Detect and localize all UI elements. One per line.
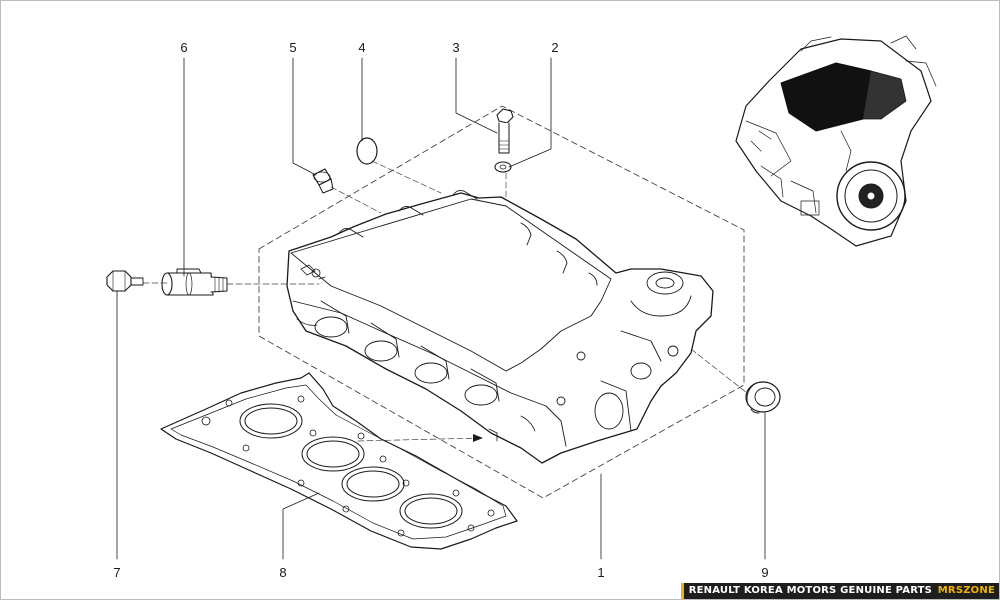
oil-control-valve[interactable] xyxy=(161,268,228,296)
footer-banner: RENAULT KOREA MOTORS GENUINE PARTS MRSZO… xyxy=(680,583,999,599)
footer-brand[interactable]: MRSZONE xyxy=(937,585,995,596)
gasket-cylinder-bores xyxy=(239,403,463,529)
callout-2[interactable]: 2 xyxy=(551,40,558,55)
front-housing xyxy=(556,271,692,432)
callout-8[interactable]: 8 xyxy=(279,565,286,580)
leader-lines xyxy=(116,57,766,560)
callout-4[interactable]: 4 xyxy=(358,40,365,55)
callout-1[interactable]: 1 xyxy=(597,565,604,580)
callout-6[interactable]: 6 xyxy=(180,40,187,55)
cam-bearing-caps xyxy=(338,190,598,286)
callout-9[interactable]: 9 xyxy=(761,565,768,580)
callout-labels: 1 2 3 4 5 6 7 8 9 xyxy=(113,40,768,580)
assembly-guide-lines xyxy=(142,160,748,442)
callout-3[interactable]: 3 xyxy=(452,40,459,55)
flange-bolt[interactable] xyxy=(496,108,514,154)
sealing-plug[interactable] xyxy=(312,168,334,194)
gasket-coolant-holes xyxy=(201,395,495,537)
head-side-details xyxy=(296,264,536,442)
o-ring[interactable] xyxy=(356,137,378,165)
cylinder-head-front-face xyxy=(292,300,567,447)
callout-7[interactable]: 7 xyxy=(113,565,120,580)
cylinder-head[interactable] xyxy=(286,190,714,464)
banjo-bolt[interactable] xyxy=(106,270,144,292)
gasket-outline xyxy=(160,372,518,550)
oil-seal[interactable] xyxy=(745,381,781,414)
gasket-inner-edge xyxy=(170,384,507,540)
footer-text: RENAULT KOREA MOTORS GENUINE PARTS xyxy=(688,585,933,596)
cylinder-head-gasket[interactable] xyxy=(160,372,518,550)
footer-accent-bar xyxy=(680,583,684,599)
intake-ports xyxy=(314,300,500,406)
gasket-arrow xyxy=(473,434,483,442)
cylinder-head-top-face xyxy=(290,198,612,372)
engine-assembly-icon xyxy=(735,35,937,247)
assembly-boundary xyxy=(258,105,745,499)
callout-5[interactable]: 5 xyxy=(289,40,296,55)
flat-washer[interactable] xyxy=(494,161,512,173)
